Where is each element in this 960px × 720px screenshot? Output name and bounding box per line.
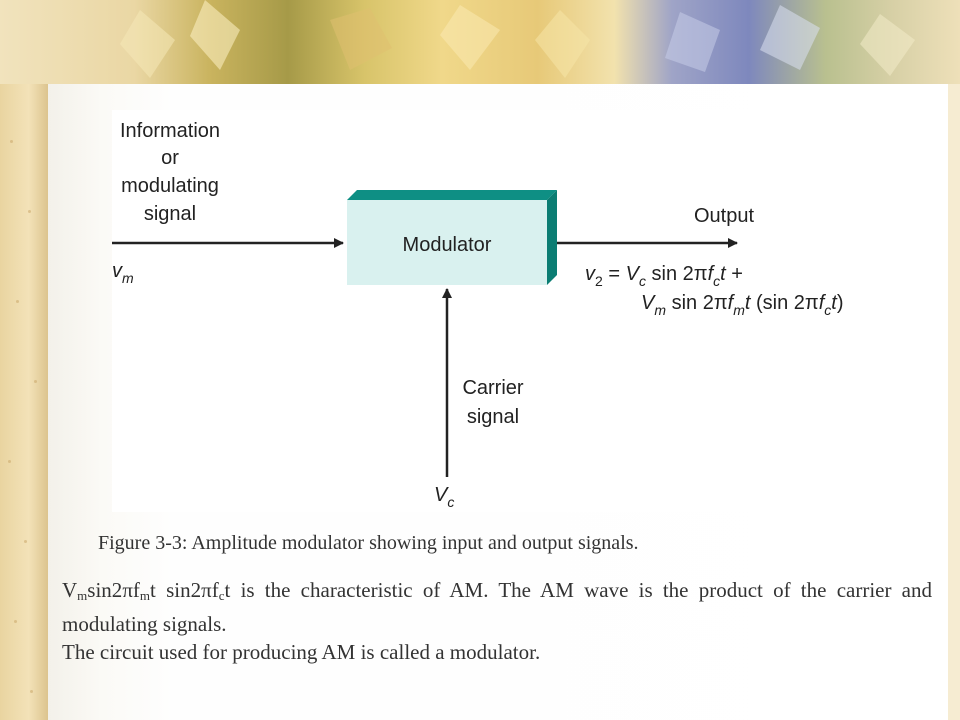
carrier-symbol: Vc <box>434 484 454 510</box>
modulator-block: Modulator <box>347 190 557 285</box>
input-label-line: signal <box>144 203 196 225</box>
output-label: Output <box>694 205 754 227</box>
decorative-banner <box>0 0 960 84</box>
paper-texture-left <box>0 0 48 720</box>
body-paragraph-2: The circuit used for producing AM is cal… <box>62 640 541 664</box>
output-equation-line1: v2 = Vc sin 2πfct + <box>585 263 743 289</box>
figure-panel <box>112 110 944 512</box>
carrier-label-line: signal <box>467 406 519 428</box>
carrier-label-line: Carrier <box>462 377 523 399</box>
block-label: Modulator <box>403 234 492 256</box>
leaf-decoration <box>120 0 915 78</box>
input-label-line: or <box>161 147 179 169</box>
input-label-line: modulating <box>121 175 219 197</box>
figure-caption: Figure 3-3: Amplitude modulator showing … <box>98 532 639 554</box>
input-label-line: Information <box>120 120 220 142</box>
body-text: Vmsin2πfmt sin2πfct is the characteristi… <box>62 576 932 666</box>
body-paragraph-1: Vmsin2πfmt sin2πfct is the characteristi… <box>62 578 933 636</box>
output-equation-line2: Vm sin 2πfmt (sin 2πfct) <box>641 292 844 318</box>
input-symbol: vm <box>112 260 134 286</box>
